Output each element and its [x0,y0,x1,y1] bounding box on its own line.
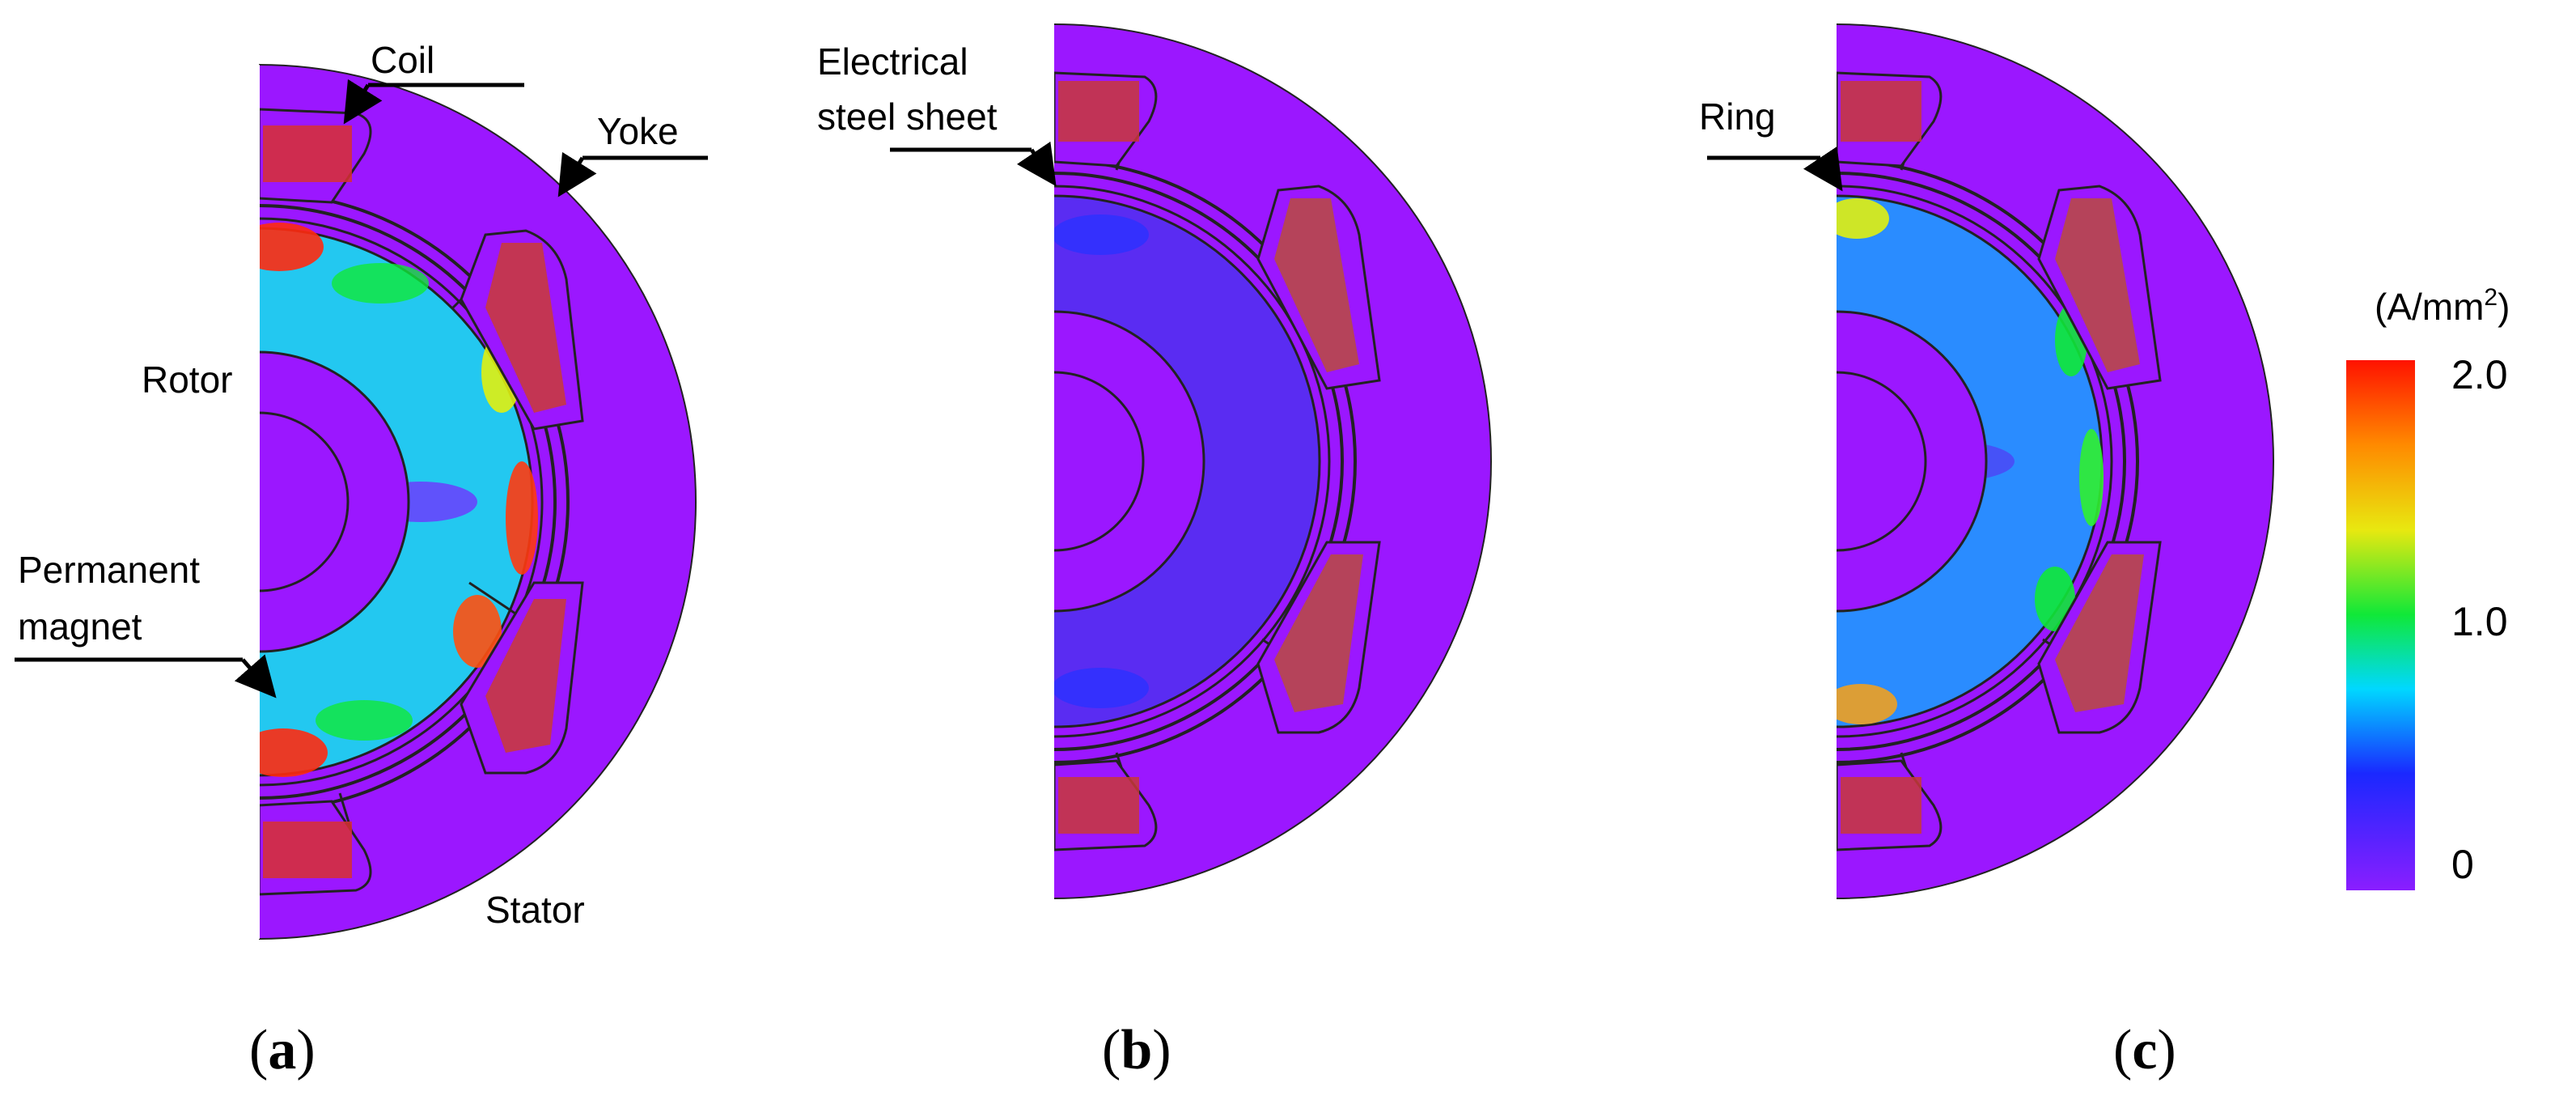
panel-label-a: (a) [249,1019,316,1081]
permanent-magnet-annotation-line2: magnet [18,605,142,648]
coil-slot-upper-right-c [2037,185,2162,390]
stator-annotation: Stator [485,889,585,931]
electrical-steel-annotation-line1: Electrical [817,40,968,83]
panel-b: Electrical steel sheet (b) [817,23,1492,1081]
coil-slot-lower-right-b [1256,541,1381,734]
panel-label-c: (c) [2113,1019,2176,1081]
yoke-annotation: Yoke [597,110,679,152]
electrical-steel-annotation-line2: steel sheet [817,96,998,138]
coil-slot-bottom [259,800,372,896]
rotor-annotation: Rotor [142,359,232,401]
coil-slot-upper-right [460,229,584,431]
coil-slot-bottom-c [1837,759,1943,851]
panel-label-b: (b) [1102,1019,1171,1081]
coil-slot-lower-right-c [2037,541,2162,734]
ring-annotation: Ring [1699,96,1776,138]
colorbar-tick-mid: 1.0 [2451,599,2508,644]
coil-slot-upper-right-b [1256,185,1381,390]
panel-c: Ring (c) [1699,23,2274,1081]
coil-slot-top [259,108,372,204]
colorbar-unit: (A/mm2) [2375,284,2510,328]
coil-annotation: Coil [371,39,434,81]
colorbar-tick-max: 2.0 [2451,352,2508,397]
coil-slot-top-b [1054,71,1158,168]
coil-slot-top-c [1837,71,1943,168]
panel-a: Coil Yoke Rotor Permanent magnet Stator … [15,39,708,1081]
colorbar-gradient [2346,360,2415,890]
rotor-core [259,352,409,652]
colorbar-tick-min: 0 [2451,842,2474,887]
colorbar: (A/mm2) 2.0 1.0 0 [2346,284,2510,890]
coil-slot-bottom-b [1054,759,1158,851]
permanent-magnet-annotation-line1: Permanent [18,549,200,591]
coil-slot-lower-right [460,581,584,775]
